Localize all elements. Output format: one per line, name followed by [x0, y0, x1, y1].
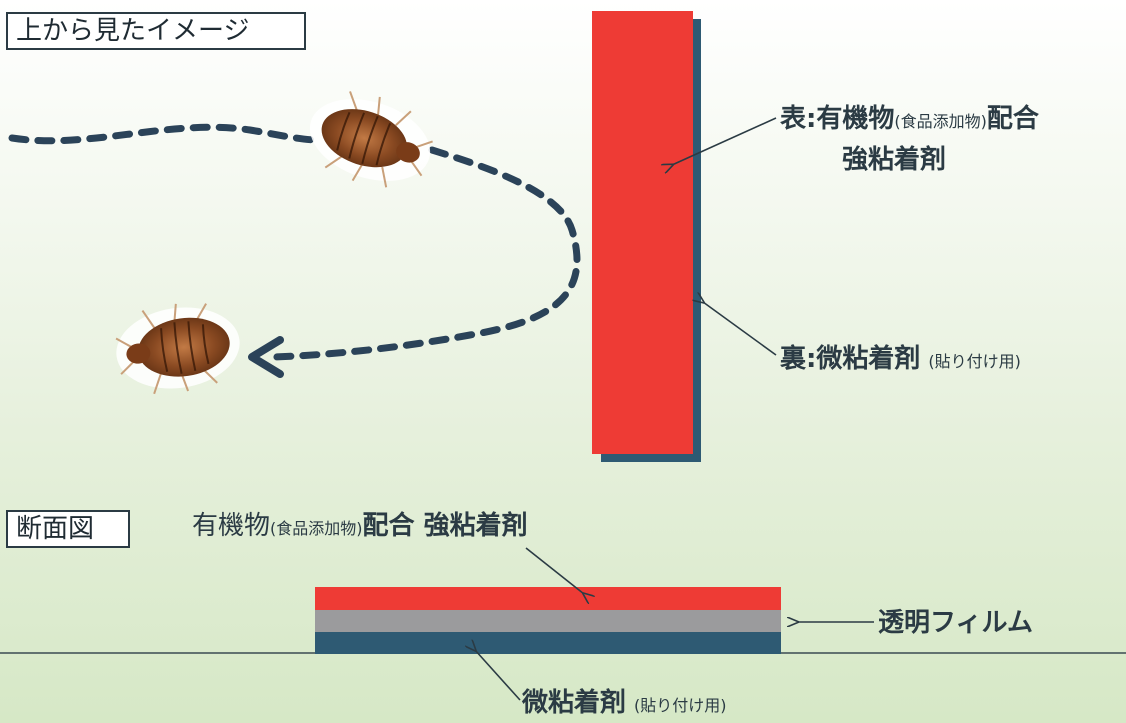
trap-front-layer	[592, 11, 693, 454]
cross-top-layer-label: 有機物(食品添加物)配合 強粘着剤	[192, 509, 528, 546]
front-label-paren: (食品添加物)	[894, 112, 987, 131]
bedbug-icon	[115, 303, 240, 395]
front-surface-label-line2: 強粘着剤	[842, 145, 947, 175]
cross-top-suffix: 配合 強粘着剤	[362, 511, 528, 541]
cross-film-layer	[315, 610, 781, 632]
back-label-main: 裏:微粘着剤	[780, 344, 921, 374]
cross-top-layer	[315, 587, 781, 610]
cross-bottom-layer-label: 微粘着剤 (貼り付け用)	[522, 686, 727, 723]
cross-bottom-note: (貼り付け用)	[634, 696, 727, 715]
front-surface-label: 表:有機物(食品添加物)配合	[780, 102, 1039, 139]
bedbug-icon	[309, 91, 433, 188]
back-label-note: (貼り付け用)	[928, 352, 1021, 371]
back-leader-line	[703, 302, 777, 356]
cross-bottom-layer	[315, 632, 781, 654]
cross-section-title: 断面図	[6, 510, 130, 548]
bug-path	[8, 123, 581, 361]
film-layer-label: 透明フィルム	[878, 608, 1033, 638]
cross-bottom-leader	[475, 650, 521, 701]
cross-top-prefix: 有機物	[192, 511, 271, 541]
cross-top-leader	[525, 547, 584, 594]
front-label-suffix: 配合	[986, 104, 1039, 134]
back-surface-label: 裏:微粘着剤 (貼り付け用)	[780, 342, 1021, 379]
path-arrowhead	[248, 336, 284, 378]
cross-top-paren: (食品添加物)	[270, 519, 363, 538]
front-label-prefix: 表:有機物	[780, 104, 895, 134]
front-leader-line	[672, 117, 777, 165]
top-view-title: 上から見たイメージ	[6, 12, 306, 50]
cross-bottom-main: 微粘着剤	[522, 688, 627, 718]
